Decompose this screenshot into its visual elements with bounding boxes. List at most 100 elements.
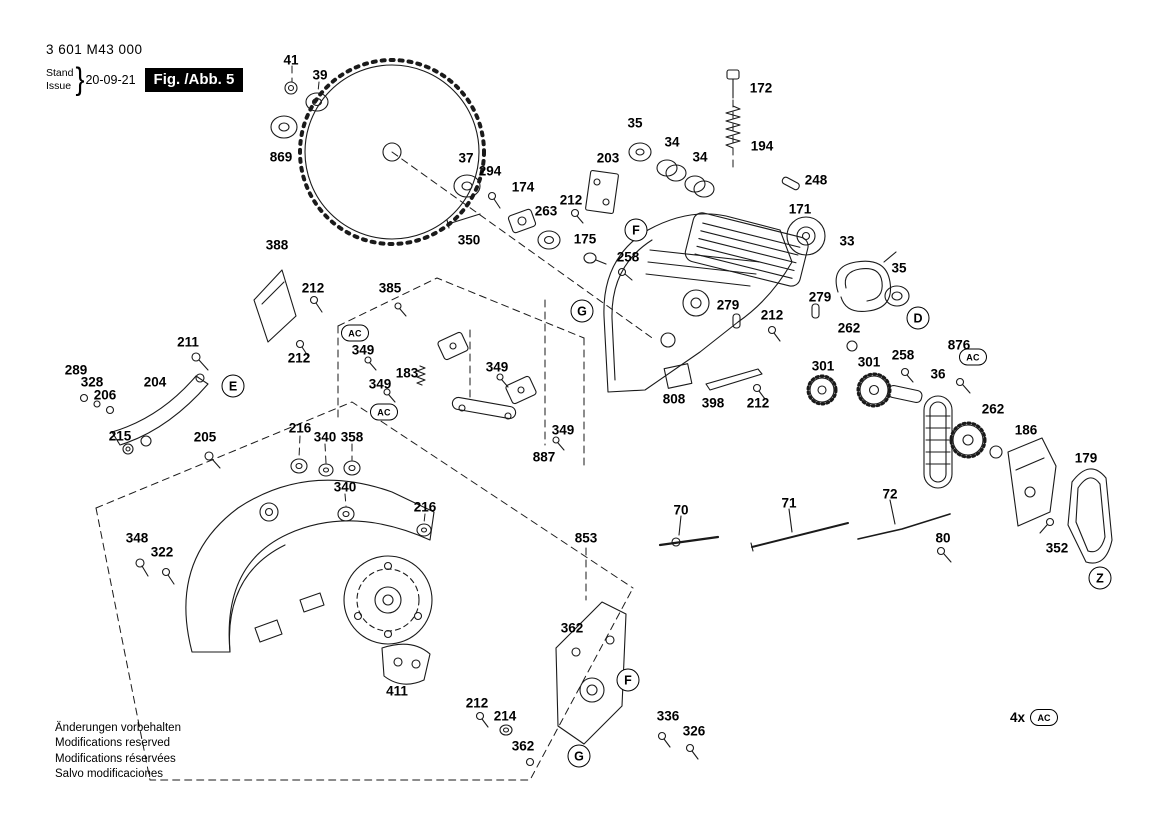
part-callout-212: 212 xyxy=(760,307,784,323)
mounting-bracket xyxy=(585,169,619,215)
part-callout-174: 174 xyxy=(511,179,535,195)
part-callout-36: 36 xyxy=(930,366,946,382)
part-callout-214: 214 xyxy=(493,708,517,724)
quantity-count: 4x xyxy=(1010,710,1026,725)
part-callout-186: 186 xyxy=(1014,422,1038,438)
footer-note-es: Salvo modificaciones xyxy=(55,768,164,781)
part-callout-179: 179 xyxy=(1074,450,1098,466)
part-callout-33: 33 xyxy=(839,233,855,249)
drive-train xyxy=(806,340,1003,489)
part-callout-887: 887 xyxy=(532,449,556,465)
part-callout-388: 388 xyxy=(265,237,289,253)
part-callout-194: 194 xyxy=(750,138,774,154)
part-callout-215: 215 xyxy=(108,428,132,444)
part-callout-248: 248 xyxy=(804,172,828,188)
part-callout-350: 350 xyxy=(457,232,481,248)
part-callout-80: 80 xyxy=(935,530,951,546)
brace-glyph: } xyxy=(75,61,85,97)
part-callout-212: 212 xyxy=(301,280,325,296)
screw-and-spring xyxy=(725,69,800,191)
issue-label: Issue xyxy=(46,79,72,92)
inner-guard-flange xyxy=(343,555,433,645)
support-plate xyxy=(475,601,699,767)
quantity-ref-marker: AC xyxy=(1030,709,1059,726)
torsion-spring xyxy=(835,251,910,312)
ref-marker-F: F xyxy=(616,668,640,692)
issue-date: 20-09-21 xyxy=(85,72,136,87)
construction-lines xyxy=(95,65,734,781)
part-callout-398: 398 xyxy=(701,395,725,411)
part-callout-37: 37 xyxy=(458,150,474,166)
part-callout-212: 212 xyxy=(465,695,489,711)
part-callout-71: 71 xyxy=(781,495,797,511)
footer-note-fr: Modifications réservées xyxy=(55,752,176,765)
part-callout-349: 349 xyxy=(351,342,375,358)
part-callout-326: 326 xyxy=(682,723,706,739)
part-callout-808: 808 xyxy=(662,391,686,407)
part-callout-358: 358 xyxy=(340,429,364,445)
figure-label: Fig. /Abb. 5 xyxy=(144,67,244,92)
part-callout-362: 362 xyxy=(511,738,535,754)
part-callout-212: 212 xyxy=(746,395,770,411)
clamp-cluster xyxy=(364,302,565,451)
part-callout-34: 34 xyxy=(692,149,708,165)
part-callout-258: 258 xyxy=(616,249,640,265)
part-callout-263: 263 xyxy=(534,203,558,219)
quantity-note: 4x AC xyxy=(1010,709,1059,726)
title-block: 3 601 M43 000 Stand Issue } 20-09-21 Fig… xyxy=(46,42,244,97)
ref-marker-AC: AC xyxy=(370,403,398,421)
part-callout-362: 362 xyxy=(560,620,584,636)
footer-notes: Änderungen vorbehalten Modifications res… xyxy=(55,721,181,783)
part-callout-289: 289 xyxy=(64,362,88,378)
part-callout-172: 172 xyxy=(749,80,773,96)
part-callout-294: 294 xyxy=(478,163,502,179)
footer-note-de: Änderungen vorbehalten xyxy=(55,722,181,734)
part-callout-183: 183 xyxy=(395,365,419,381)
part-callout-279: 279 xyxy=(716,297,740,313)
part-callout-322: 322 xyxy=(150,544,174,560)
spacer-washers xyxy=(259,458,432,537)
part-callout-216: 216 xyxy=(413,499,437,515)
ref-marker-G: G xyxy=(567,744,591,768)
saw-arm-body xyxy=(603,213,793,393)
part-callout-203: 203 xyxy=(596,150,620,166)
ref-marker-Z: Z xyxy=(1088,566,1112,590)
part-callout-70: 70 xyxy=(673,502,689,518)
part-callout-349: 349 xyxy=(485,359,509,375)
ref-marker-D: D xyxy=(906,306,930,330)
part-callout-262: 262 xyxy=(981,401,1005,417)
blade-flange-parts xyxy=(270,81,329,139)
part-callout-301: 301 xyxy=(857,354,881,370)
part-callout-35: 35 xyxy=(627,115,643,131)
part-callout-216: 216 xyxy=(288,420,312,436)
pivot-pins xyxy=(732,303,820,342)
part-callout-258: 258 xyxy=(891,347,915,363)
part-callout-853: 853 xyxy=(574,530,598,546)
ref-marker-AC: AC xyxy=(959,348,987,366)
part-callout-204: 204 xyxy=(143,374,167,390)
part-callout-348: 348 xyxy=(125,530,149,546)
part-callout-262: 262 xyxy=(837,320,861,336)
part-callout-385: 385 xyxy=(378,280,402,296)
adjustment-arm xyxy=(79,352,221,469)
part-callout-340: 340 xyxy=(333,479,357,495)
part-callout-211: 211 xyxy=(177,334,199,350)
ref-marker-AC: AC xyxy=(341,324,369,342)
arbor-parts xyxy=(446,174,633,281)
part-callout-39: 39 xyxy=(312,67,328,83)
ref-marker-F: F xyxy=(624,218,648,242)
end-bracket xyxy=(1007,437,1057,527)
part-callout-411: 411 xyxy=(386,683,408,699)
saw-blade xyxy=(298,58,486,246)
guard-fasteners xyxy=(135,558,175,585)
part-callout-301: 301 xyxy=(811,358,835,374)
issue-labels: Stand Issue xyxy=(46,67,73,92)
part-number: 3 601 M43 000 xyxy=(46,42,143,57)
ref-marker-E: E xyxy=(221,374,245,398)
stand-label: Stand xyxy=(46,66,74,79)
part-callout-336: 336 xyxy=(656,708,680,724)
part-callout-72: 72 xyxy=(882,486,898,502)
part-callout-340: 340 xyxy=(313,429,337,445)
lower-guard xyxy=(185,479,435,653)
